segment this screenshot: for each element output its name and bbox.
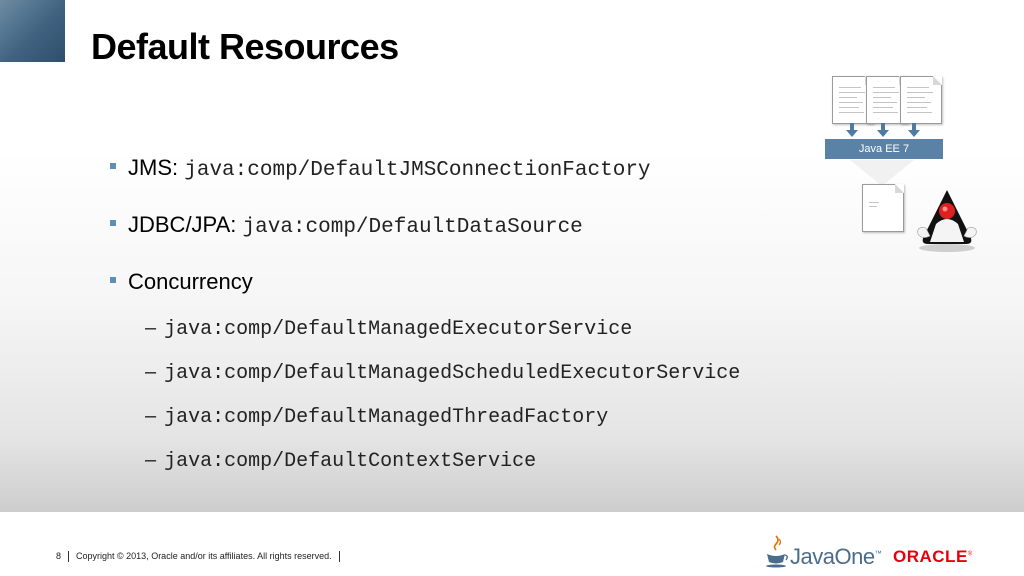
bullet-code: java:comp/DefaultJMSConnectionFactory	[184, 159, 651, 182]
bullet-label: JMS:	[128, 155, 179, 180]
bullet-label: JDBC/JPA:	[128, 212, 237, 237]
dash-icon: –	[145, 317, 157, 339]
oracle-wordmark: ORACLE	[893, 547, 968, 566]
sub-bullet-code: java:comp/DefaultManagedExecutorService	[164, 318, 633, 341]
duke-mascot-icon	[917, 190, 977, 252]
bullet-square-icon	[110, 277, 116, 283]
sub-bullet-code: java:comp/DefaultContextService	[164, 450, 537, 473]
dash-icon: –	[145, 449, 157, 471]
down-arrow-icon	[908, 123, 920, 137]
dash-icon: –	[145, 361, 157, 383]
java-ee-diagram: Java EE 7	[820, 72, 980, 257]
java-cup-icon	[766, 535, 788, 568]
dash-icon: –	[145, 405, 157, 427]
down-arrow-icon	[877, 123, 889, 137]
funnel-shape	[850, 160, 914, 186]
oracle-logo: ORACLE®	[893, 547, 973, 566]
sub-bullet-code: java:comp/DefaultManagedScheduledExecuto…	[164, 362, 741, 385]
sub-bullet-item: –java:comp/DefaultManagedExecutorService	[145, 317, 632, 341]
footer-divider	[338, 551, 340, 563]
footer-band	[0, 512, 1024, 576]
corner-accent-block	[0, 0, 65, 62]
document-icon	[862, 184, 904, 232]
bullet-square-icon	[110, 163, 116, 169]
page-number: 8	[56, 551, 62, 561]
footer: 8 Copyright © 2013, Oracle and/or its aff…	[56, 551, 347, 563]
sub-bullet-item: –java:comp/DefaultManagedThreadFactory	[145, 405, 608, 429]
bullet-label: Concurrency	[128, 269, 253, 294]
javaone-wordmark: JavaOne	[790, 544, 875, 569]
java-ee-label-box: Java EE 7	[825, 139, 943, 159]
javaone-logo: JavaOne™	[762, 534, 882, 570]
copyright-text: Copyright © 2013, Oracle and/or its affi…	[76, 551, 332, 561]
footer-divider	[68, 551, 70, 563]
slide-title: Default Resources	[91, 26, 399, 67]
sub-bullet-item: –java:comp/DefaultManagedScheduledExecut…	[145, 361, 740, 385]
sub-bullet-code: java:comp/DefaultManagedThreadFactory	[164, 406, 609, 429]
bullet-square-icon	[110, 220, 116, 226]
sub-bullet-item: –java:comp/DefaultContextService	[145, 449, 536, 473]
down-arrow-icon	[846, 123, 858, 137]
bullet-code: java:comp/DefaultDataSource	[242, 216, 583, 239]
document-icon	[900, 76, 942, 124]
